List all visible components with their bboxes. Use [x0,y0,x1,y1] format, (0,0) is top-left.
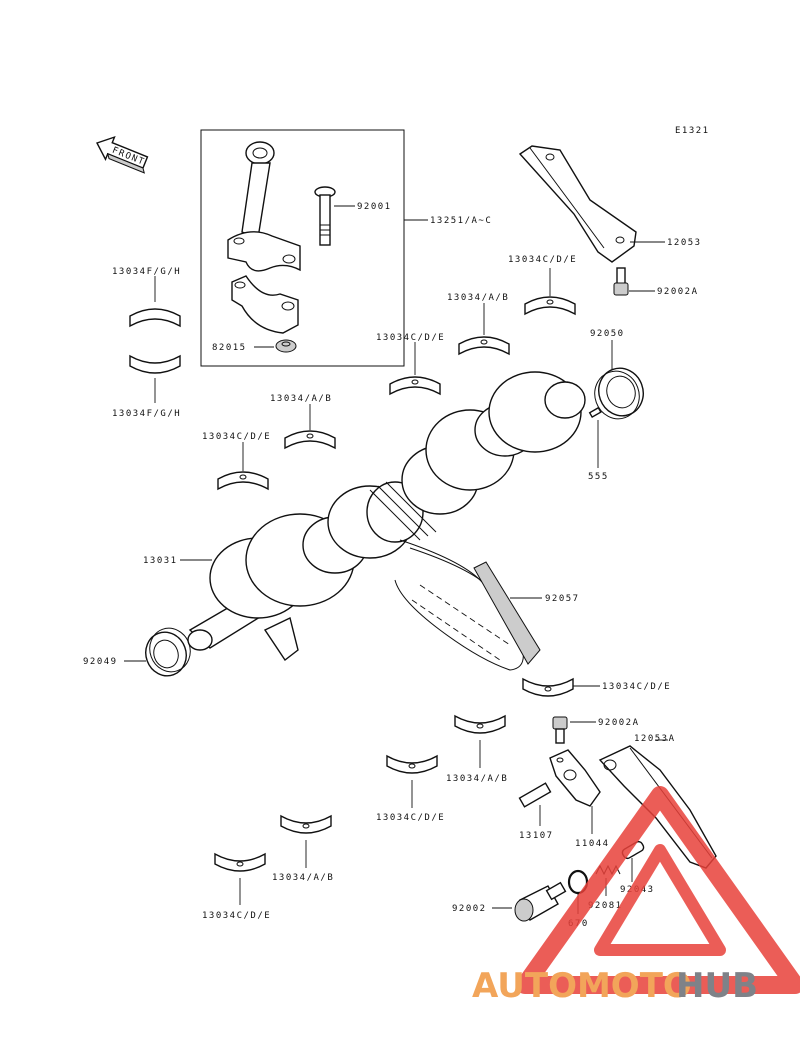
chain-guide-part [518,145,637,263]
label-13251: 13251/A~C [430,216,492,226]
front-arrow-icon: FRONT [96,135,149,174]
oil-seal-92050-part [594,367,644,420]
label-13034cde-e: 13034C/D/E [376,813,445,823]
bolt-92002a-bottom-part [552,716,568,744]
watermark-brand-automoto: AUTOMOTO [472,966,692,1006]
label-13034ab-d: 13034/A/B [272,873,334,883]
pin-13107-part [518,782,552,808]
cam-chain-part [394,539,541,671]
label-13034cde-c: 13034C/D/E [202,432,271,442]
bearing-shell-8 [386,754,438,774]
label-92002a-bot: 92002A [598,718,640,728]
label-13034cde-a: 13034C/D/E [508,255,577,265]
label-13034fgh-bot: 13034F/G/H [112,409,181,419]
label-13034ab-c: 13034/A/B [446,774,508,784]
cap-bolt-92002-part [514,881,567,922]
label-13107: 13107 [519,831,554,841]
label-92057: 92057 [545,594,580,604]
label-92081: 92081 [588,901,623,911]
label-12053a: 12053A [634,734,676,744]
label-13034fgh-top: 13034F/G/H [112,267,181,277]
label-13034ab-b: 13034/A/B [270,394,332,404]
bearing-shell-4 [284,430,336,450]
label-92001: 92001 [357,202,392,212]
label-13034cde-d: 13034C/D/E [602,682,671,692]
bolt-92002a-top-part [613,267,629,296]
rod-nut-part [275,339,297,353]
bearing-shell-1 [524,296,576,316]
bearing-shell-10 [214,852,266,872]
connecting-rod-part [227,141,301,334]
automotohub-logo-icon [516,786,800,994]
label-12053: 12053 [667,238,702,248]
label-13034ab-a: 13034/A/B [447,293,509,303]
bearing-shell-6 [522,677,574,697]
bearing-shell-2 [458,336,510,356]
label-92002a-top: 92002A [657,287,699,297]
bearing-shell-5 [217,471,269,491]
label-11044: 11044 [575,839,610,849]
crankshaft-part [187,371,586,662]
rod-bolt-part [314,186,336,246]
oil-seal-92049-part [145,627,191,677]
bearing-shell-fgh-upper [129,308,181,328]
label-13034cde-b: 13034C/D/E [376,333,445,343]
label-92049: 92049 [83,657,118,667]
diagram-id: E1321 [675,126,710,136]
label-555: 555 [588,472,609,482]
watermark-brand-hub: HUB [676,966,758,1006]
label-92002: 92002 [452,904,487,914]
bearing-shell-fgh-lower [129,354,181,374]
bearing-shell-7 [454,714,506,734]
label-92050: 92050 [590,329,625,339]
connecting-rod-group-box [200,129,405,367]
tensioner-bracket-11044 [549,749,601,807]
label-13031: 13031 [143,556,178,566]
label-13034cde-f: 13034C/D/E [202,911,271,921]
pin-555-part [588,406,602,419]
label-82015: 82015 [212,343,247,353]
oring-670-part [567,869,589,895]
bearing-shell-3 [389,376,441,396]
bearing-shell-9 [280,814,332,834]
